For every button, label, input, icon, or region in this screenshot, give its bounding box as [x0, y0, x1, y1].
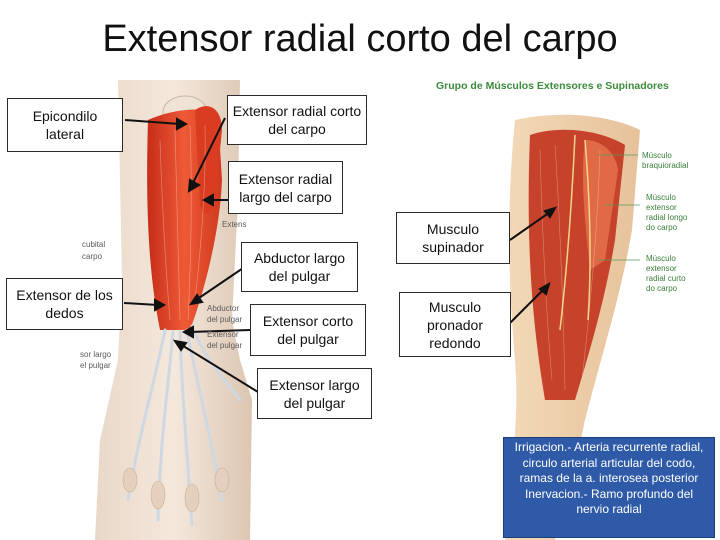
label-extensor: Extensor [207, 330, 239, 339]
label-erc-2: extensor [646, 264, 677, 273]
callout-musculo-supinador: Musculo supinador [396, 212, 510, 264]
inervacion-text: Inervacion.- Ramo profundo del nervio ra… [524, 486, 694, 517]
label-braquioradial-2: braquioradial [642, 161, 689, 170]
callout-epicondilo-lateral: Epicondilo lateral [7, 98, 123, 152]
slide-title: Extensor radial corto del carpo [102, 18, 618, 60]
label-abductor: Abductor [207, 304, 240, 313]
callout-extensor-radial-corto: Extensor radial corto del carpo [227, 95, 367, 145]
label-el-pulgar: el pulgar [80, 361, 111, 370]
callout-abductor-largo-pulgar: Abductor largo del pulgar [241, 242, 358, 292]
label-extens: Extens [222, 220, 247, 229]
right-arm-illustration [505, 114, 640, 540]
label-sor-largo: sor largo [80, 350, 112, 359]
label-erl-4: do carpo [646, 223, 678, 232]
label-braquioradial-1: Músculo [642, 151, 672, 160]
irrigation-innervation-box: Irrigacion.- Arteria recurrente radial, … [503, 437, 715, 538]
callout-musculo-pronador-redondo: Musculo pronador redondo [399, 292, 511, 357]
label-erc-1: Músculo [646, 254, 676, 263]
callout-extensor-largo-pulgar: Extensor largo del pulgar [257, 368, 372, 419]
right-image-heading: Grupo de Músculos Extensores e Supinador… [436, 80, 669, 92]
irrigacion-text: Irrigacion.- Arteria recurrente radial, … [514, 440, 704, 485]
callout-extensor-radial-largo: Extensor radial largo del carpo [228, 161, 343, 214]
label-erl-1: Músculo [646, 193, 676, 202]
callout-extensor-de-los-dedos: Extensor de los dedos [6, 278, 123, 330]
label-carpo: carpo [82, 252, 103, 261]
callout-arrows [123, 117, 558, 393]
label-del-pulgar-1: del pulgar [207, 315, 243, 324]
label-erl-2: extensor [646, 203, 677, 212]
label-del-pulgar-2: del pulgar [207, 341, 243, 350]
label-erc-3: radial curto [646, 274, 686, 283]
label-erl-3: radial longo [646, 213, 688, 222]
callout-extensor-corto-pulgar: Extensor corto del pulgar [250, 304, 366, 356]
label-cubital: cubital [82, 240, 106, 249]
label-erc-4: do carpo [646, 284, 678, 293]
